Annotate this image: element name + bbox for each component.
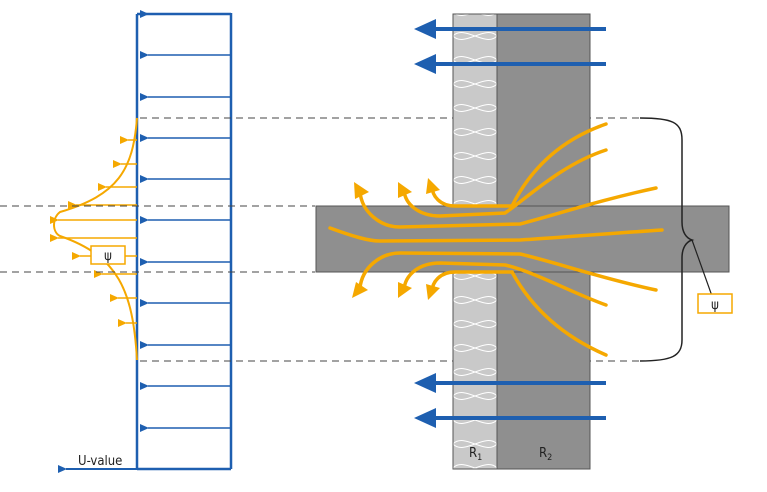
- psi-box-right: [697, 293, 733, 314]
- thermal-bridge-flow-lines: [328, 122, 664, 357]
- wall-layer-r2-lower: [496, 271, 591, 470]
- flow-arrowhead: [352, 282, 368, 298]
- flow-arrowhead: [426, 284, 440, 300]
- layer-label-r1-main: R: [469, 446, 477, 461]
- u-value-profile: ψ U-value: [50, 10, 233, 473]
- flow-arrowheads: [352, 178, 440, 300]
- flow-arrowhead: [398, 282, 412, 298]
- psi-label-left: ψ: [104, 249, 112, 264]
- u-value-label: U-value: [78, 454, 122, 469]
- layer-label-r2-main: R: [539, 446, 547, 461]
- layer-label-r2-sub: 2: [547, 453, 552, 463]
- wall-layer-r1-lower: [452, 271, 498, 470]
- wall-layer-r2-upper: [496, 13, 591, 207]
- flow-line: [358, 186, 658, 229]
- layer-label-r2: R2: [539, 446, 552, 463]
- u-value-arrows: [140, 10, 231, 432]
- wall-heat-arrowhead: [414, 54, 436, 74]
- psi-box-left: [90, 245, 126, 265]
- flow-arrowhead: [426, 178, 440, 194]
- wall-heat-arrowhead: [414, 373, 436, 393]
- flow-line: [430, 270, 608, 357]
- wall-heat-arrowhead: [414, 408, 436, 428]
- wall-heat-arrowheads: [414, 19, 436, 428]
- flow-arrowhead: [398, 182, 412, 198]
- wall-heat-arrowhead: [414, 19, 436, 39]
- psi-label-right: ψ: [711, 298, 719, 313]
- guide-lines: [0, 117, 640, 362]
- wall-section: R1 R2: [315, 13, 733, 470]
- flow-line: [358, 251, 658, 292]
- psi-bell-curve: [53, 117, 138, 361]
- wall-heat-flow-arrows: [424, 25, 606, 422]
- layer-label-r1: R1: [469, 446, 482, 463]
- layer-label-r1-sub: 1: [477, 453, 482, 463]
- flow-line: [430, 122, 608, 208]
- flow-line: [402, 148, 608, 218]
- flow-arrowhead: [354, 182, 369, 199]
- wall-layer-r1-upper: [452, 13, 498, 207]
- psi-leader: [691, 239, 713, 297]
- flow-line: [328, 226, 664, 243]
- flow-line: [402, 261, 608, 307]
